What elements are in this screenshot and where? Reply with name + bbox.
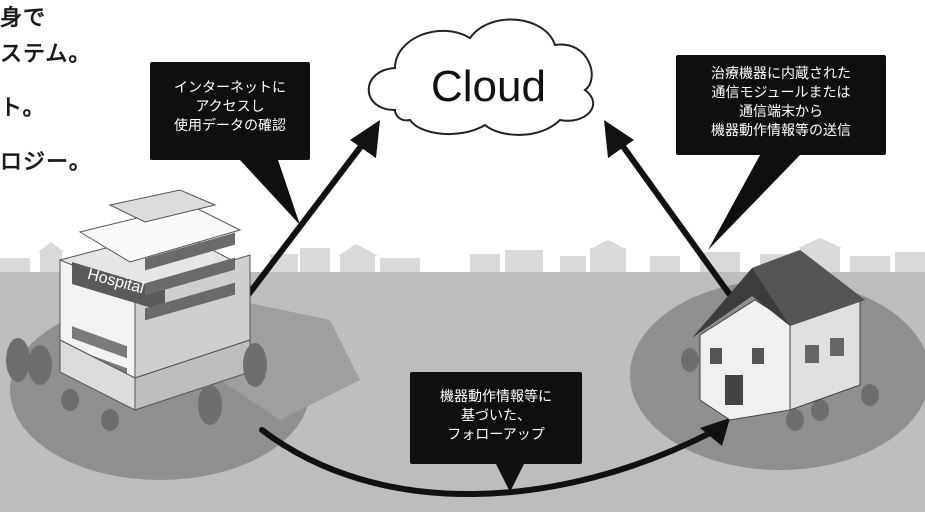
arrowhead-left-up	[350, 120, 380, 158]
callout-left-line-2: アクセスし	[195, 99, 265, 115]
callout-right-line-1: 治療機器に内蔵された	[711, 66, 851, 82]
town-skyline	[0, 238, 925, 272]
callout-left: インターネットに アクセスし 使用データの確認	[150, 62, 310, 160]
arrowheads	[350, 120, 730, 446]
trees	[6, 338, 879, 431]
arrow-hospital-to-cloud	[245, 142, 365, 298]
callout-bottom-line-2: 基づいた、	[461, 408, 531, 424]
callout-left-tail	[240, 160, 300, 225]
callout-bottom-tail	[495, 462, 525, 492]
side-text-line-3: ト。	[0, 96, 46, 121]
arrowhead-house	[700, 418, 730, 446]
arrowhead-right-up	[604, 120, 634, 158]
side-text-line-2: ステム。	[0, 42, 92, 67]
callout-right-tail	[708, 155, 800, 250]
hospital-shadow	[220, 300, 360, 420]
cloud-label: Cloud	[431, 62, 546, 111]
house-building	[692, 250, 865, 421]
callout-bottom-line-1: 機器動作情報等に	[440, 389, 552, 405]
callout-right-line-3: 通信端末から	[739, 104, 823, 120]
side-text-line-1: 身で	[0, 6, 47, 31]
arrow-hospital-to-house	[259, 427, 715, 498]
arrows	[245, 142, 733, 498]
arrow-house-to-cloud	[619, 142, 733, 298]
callout-right-line-4: 機器動作情報等の送信	[711, 123, 851, 139]
callout-bottom-line-3: フォローアップ	[447, 427, 545, 443]
cloud-shape	[367, 18, 594, 136]
callout-bottom: 機器動作情報等に 基づいた、 フォローアップ	[410, 372, 582, 464]
callout-left-line-3: 使用データの確認	[174, 118, 286, 134]
side-text-line-4: ロジー。	[0, 150, 92, 175]
callout-right-line-2: 通信モジュールまたは	[711, 85, 851, 101]
hospital-building	[59, 189, 251, 411]
callout-right: 治療機器に内蔵された 通信モジュールまたは 通信端末から 機器動作情報等の送信	[676, 55, 886, 155]
callout-left-line-1: インターネットに	[174, 80, 286, 96]
